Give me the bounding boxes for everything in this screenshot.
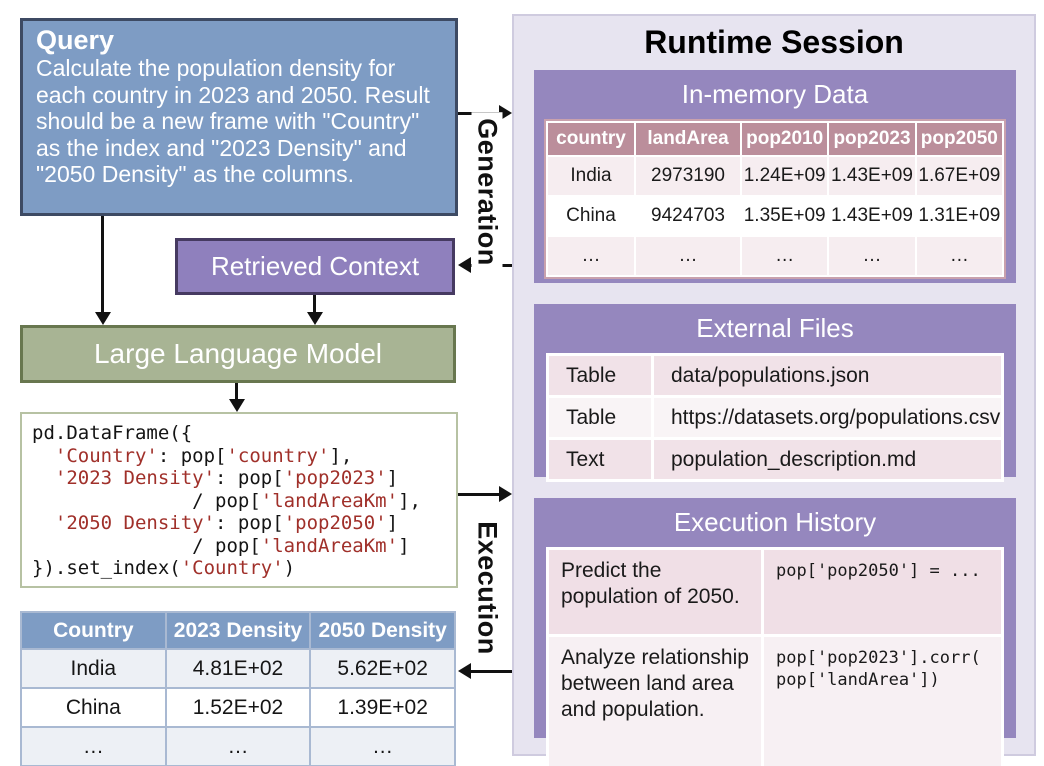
arrow-query-to-llm-head: [95, 312, 111, 325]
cell: 1.52E+02: [164, 687, 312, 728]
column-header: pop2050: [916, 123, 1002, 155]
cell: …: [742, 237, 828, 275]
cell: …: [829, 237, 915, 275]
cell: 4.81E+02: [164, 648, 312, 689]
file-path-cell: data/populations.json: [654, 356, 1001, 395]
task-cell: Predict the population of 2050.: [549, 550, 761, 634]
arrow-context-to-llm-line: [313, 295, 316, 313]
execution-history-card: Execution History Predict the population…: [534, 498, 1016, 766]
column-header: pop2010: [742, 123, 828, 155]
execution-history-title: Execution History: [673, 507, 877, 537]
cell: …: [164, 726, 312, 766]
cell: 1.43E+09: [829, 157, 915, 195]
table-row: ………: [20, 726, 456, 766]
execution-label: Execution: [471, 515, 503, 661]
code-cell: pop['pop2023'].corr( pop['landArea']): [764, 637, 1001, 766]
arrow-llm-to-code-line: [235, 383, 238, 400]
cell: China: [20, 687, 167, 728]
arrow-query-to-llm-line: [101, 216, 104, 313]
query-title: Query: [36, 25, 115, 55]
code-line: }).set_index('Country'): [32, 557, 296, 579]
column-header: 2050 Density: [309, 611, 456, 650]
query-text: Calculate the population density for eac…: [36, 55, 430, 187]
file-type-cell: Text: [549, 440, 651, 479]
cell: 1.35E+09: [742, 197, 828, 235]
cell: 1.43E+09: [829, 197, 915, 235]
query-box: Query Calculate the population density f…: [20, 18, 458, 216]
cell: China: [548, 197, 634, 235]
code-line: '2050 Density': pop['pop2050']: [54, 512, 399, 534]
llm-label: Large Language Model: [93, 338, 382, 369]
cell: …: [548, 237, 634, 275]
history-row: Analyze relationship between land area a…: [549, 637, 1001, 766]
in-memory-data-title: In-memory Data: [681, 79, 869, 109]
execution-arrow-back-head: [458, 663, 471, 679]
column-header: 2023 Density: [164, 611, 312, 650]
code-line: 'Country': pop['country'],: [54, 444, 353, 467]
file-type-cell: Table: [549, 398, 651, 437]
cell: …: [636, 237, 740, 275]
code-line: / pop['landAreaKm']: [32, 534, 410, 557]
retrieved-context-label: Retrieved Context: [210, 251, 420, 281]
code-line: '2023 Density': pop['pop2023']: [54, 467, 399, 489]
column-header: country: [548, 123, 634, 155]
cell: 5.62E+02: [309, 648, 456, 689]
cell: 2973190: [636, 157, 740, 195]
history-row: Predict the population of 2050.pop['pop2…: [549, 550, 1001, 634]
execution-history-table: Predict the population of 2050.pop['pop2…: [546, 547, 1004, 766]
task-cell: Analyze relationship between land area a…: [549, 637, 761, 766]
cell: 1.31E+09: [916, 197, 1002, 235]
cell: 9424703: [636, 197, 740, 235]
cell: 1.67E+09: [916, 157, 1002, 195]
file-type-cell: Table: [549, 356, 651, 395]
generation-label: Generation: [471, 112, 503, 272]
retrieved-context-box: Retrieved Context: [175, 238, 455, 295]
code-box: pd.DataFrame({ 'Country': pop['country']…: [20, 412, 458, 588]
file-path-cell: https://datasets.org/populations.csv: [654, 398, 1001, 437]
column-header: Country: [20, 611, 167, 650]
execution-arrow-out-line: [458, 493, 502, 496]
code-cell: pop['pop2050'] = ...: [764, 550, 1001, 634]
arrow-context-to-llm-head: [307, 312, 323, 325]
execution-arrow-out-head: [499, 486, 512, 502]
execution-arrow-back-line: [471, 670, 512, 673]
cell: India: [20, 648, 167, 689]
file-path-cell: population_description.md: [654, 440, 1001, 479]
generation-arrow-back-head: [458, 257, 471, 273]
column-header: pop2023: [829, 123, 915, 155]
cell: 1.39E+02: [309, 687, 456, 728]
code-line: pd.DataFrame({: [32, 422, 193, 444]
cell: …: [916, 237, 1002, 275]
cell: India: [548, 157, 634, 195]
table-row: ……………: [548, 237, 1002, 275]
llm-box: Large Language Model: [20, 325, 456, 383]
runtime-session-title: Runtime Session: [644, 24, 904, 60]
arrow-llm-to-code-head: [229, 399, 245, 412]
column-header: landArea: [636, 123, 740, 155]
external-files-title: External Files: [696, 313, 854, 343]
cell: 1.24E+09: [742, 157, 828, 195]
cell: …: [309, 726, 456, 766]
cell: …: [20, 726, 167, 766]
code-line: / pop['landAreaKm'],: [32, 489, 421, 512]
